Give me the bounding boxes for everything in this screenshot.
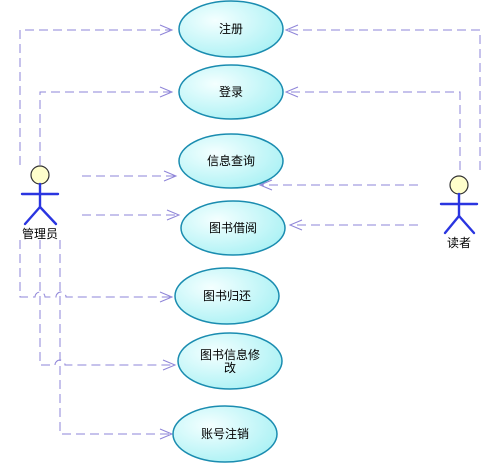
stick-figure-icon [439,175,479,235]
arrowhead-admin-register [159,24,174,36]
use-case-label-line-1: 图书信息修 [200,347,260,362]
arrowhead-admin-login [159,86,174,98]
connector-reader-register [288,29,481,170]
use-case-info-query[interactable]: 信息查询 [178,133,284,189]
use-case-label: 图书归还 [203,289,251,303]
arrowhead-reader-login [284,86,299,98]
connector-reader-login [288,91,461,170]
use-case-label: 登录 [219,84,243,99]
use-case-label-line-2: 改 [224,361,236,375]
arrowhead-admin-book-modify [162,359,177,371]
arrowhead-reader-borrow [288,219,303,231]
connector-admin-login [39,91,170,165]
use-case-borrow[interactable]: 图书借阅 [180,200,286,256]
use-case-label: 注册 [219,21,243,36]
connector-admin-account-cancel [59,240,170,435]
actor-admin[interactable]: 管理员 [20,165,60,241]
connector-admin-book-modify [39,240,173,366]
use-case-label: 图书借阅 [209,221,257,235]
connectors [19,24,481,440]
use-case-account-cancel[interactable]: 账号注销 [172,405,278,463]
connector-admin-register [19,29,170,165]
stick-figure-icon [20,165,60,226]
arrowhead-reader-info-query [258,179,273,191]
use-case-label: 账号注销 [201,426,249,441]
actor-label: 管理员 [22,226,58,241]
actor-reader[interactable]: 读者 [439,175,479,250]
actor-label: 读者 [447,236,471,250]
arrowhead-admin-return [159,291,174,303]
use-case-book-modify[interactable]: 图书信息修 改 [177,332,283,390]
use-case-login[interactable]: 登录 [178,64,284,120]
arrowhead-admin-info-query [163,170,178,182]
connector-admin-return [19,240,170,298]
arrowhead-admin-account-cancel [159,428,174,440]
arrowhead-admin-borrow [166,209,181,221]
arrowhead-reader-register [284,24,299,36]
use-cases: 注册 登录 信息查询 图书借阅 图书归还 图书信息修 改 账号注销 [172,0,286,463]
use-case-register[interactable]: 注册 [178,0,284,58]
use-case-return[interactable]: 图书归还 [174,267,280,325]
use-case-label: 信息查询 [207,153,255,168]
